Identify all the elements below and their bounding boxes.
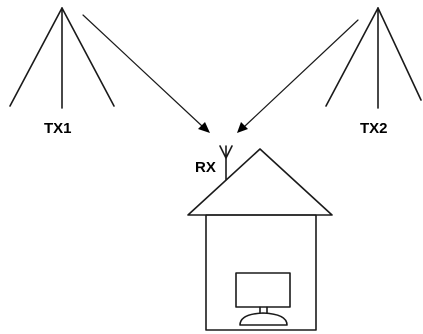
tx2-tower [325, 7, 422, 109]
tx2-label: TX2 [360, 120, 388, 137]
rx-label: RX [195, 159, 216, 176]
television-icon [235, 272, 291, 326]
tx1-tower [9, 7, 115, 109]
house-walls [205, 214, 317, 331]
rx-antenna-icon [219, 145, 233, 181]
signal-arrow-tx2 [237, 19, 359, 133]
tv-screen [235, 272, 291, 308]
house [187, 148, 333, 331]
signal-arrow-tx1 [82, 14, 210, 133]
tx1-label: TX1 [44, 120, 72, 137]
